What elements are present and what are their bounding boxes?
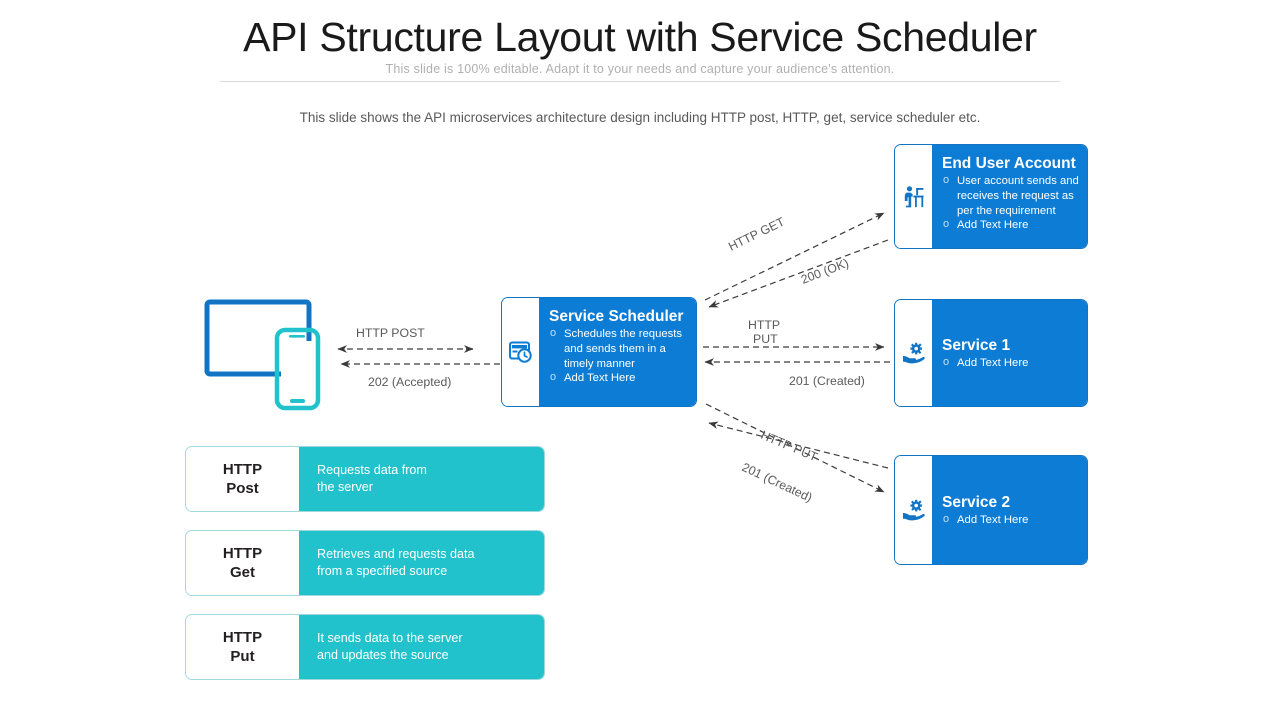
legend-card-http-put[interactable]: HTTP Put It sends data to the server and… <box>185 614 545 680</box>
node-body: Service Scheduler Schedules the requests… <box>539 298 696 406</box>
slide-subtitle: This slide is 100% editable. Adapt it to… <box>385 62 895 76</box>
arrow-label-200-ok: 200 (OK) <box>799 256 851 287</box>
node-service-1[interactable]: Service 1 Add Text Here <box>894 299 1088 407</box>
legend-key-line1: HTTP <box>222 460 263 478</box>
arrow-label-http-put-top-line1: HTTP <box>748 318 780 332</box>
list-item: Add Text Here <box>549 370 688 386</box>
legend-key-line2: Put <box>230 648 255 665</box>
legend-card-http-get[interactable]: HTTP Get Retrieves and requests data fro… <box>185 530 545 596</box>
legend-key-line2: Post <box>226 480 259 497</box>
arrow-label-202-accepted: 202 (Accepted) <box>368 375 451 389</box>
arrow-label-http-put-bottom: HTTP PUT <box>759 428 820 464</box>
node-bullets: Add Text Here <box>942 512 1079 528</box>
list-item: User account sends and receives the requ… <box>942 173 1079 218</box>
node-body: Service 1 Add Text Here <box>932 300 1087 406</box>
node-bullets: Add Text Here <box>942 355 1079 371</box>
list-item: Add Text Here <box>942 512 1079 528</box>
node-service-2[interactable]: Service 2 Add Text Here <box>894 455 1088 565</box>
legend-key: HTTP Put <box>186 615 299 679</box>
arrow-label-http-put-top-line2: PUT <box>753 332 778 346</box>
legend-desc-line2: from a specified source <box>317 564 448 578</box>
node-bullets: User account sends and receives the requ… <box>942 173 1079 233</box>
legend-key-line2: Get <box>229 564 255 581</box>
hand-gear-icon <box>895 300 932 406</box>
node-end-user-account[interactable]: End User Account User account sends and … <box>894 144 1088 249</box>
list-item: Add Text Here <box>942 217 1079 233</box>
legend-description: Retrieves and requests data from a speci… <box>299 531 544 595</box>
legend-desc-line1: Retrieves and requests data <box>317 547 475 562</box>
node-title: End User Account <box>942 155 1076 172</box>
legend-key: HTTP Post <box>186 447 299 511</box>
legend-key: HTTP Get <box>186 531 299 595</box>
hand-gear-icon <box>895 456 932 564</box>
legend-desc-line1: Requests data from <box>317 463 427 478</box>
legend-desc-line1: It sends data to the server <box>317 631 463 646</box>
calendar-clock-icon <box>502 298 539 406</box>
node-title: Service Scheduler <box>549 308 684 325</box>
legend-description: Requests data from the server <box>299 447 544 511</box>
arrow-label-201-created-bottom: 201 (Created) <box>740 460 815 505</box>
list-item: Add Text Here <box>942 355 1079 371</box>
arrow-label-http-post: HTTP POST <box>356 326 425 340</box>
node-body: Service 2 Add Text Here <box>932 456 1087 564</box>
page-title: API Structure Layout with Service Schedu… <box>243 14 1037 60</box>
legend-desc-line2: and updates the source <box>317 648 449 662</box>
node-body: End User Account User account sends and … <box>932 145 1087 248</box>
legend-key-line1: HTTP <box>222 628 263 646</box>
slide-description: This slide shows the API microservices a… <box>299 110 981 125</box>
arrow-label-201-created-top: 201 (Created) <box>789 374 865 388</box>
legend-desc-line2: the server <box>317 480 373 494</box>
monitor-icon <box>204 299 312 377</box>
node-title: Service 1 <box>942 336 1011 354</box>
legend-description: It sends data to the server and updates … <box>299 615 544 679</box>
node-service-scheduler[interactable]: Service Scheduler Schedules the requests… <box>501 297 697 407</box>
list-item: Schedules the requests and sends them in… <box>549 326 688 371</box>
node-title: Service 2 <box>942 493 1011 511</box>
legend-card-http-post[interactable]: HTTP Post Requests data from the server <box>185 446 545 512</box>
title-divider <box>220 81 1060 82</box>
legend-key-line1: HTTP <box>222 544 263 562</box>
node-bullets: Schedules the requests and sends them in… <box>549 326 688 386</box>
arrow-label-http-get: HTTP GET <box>726 214 787 253</box>
person-at-desk-icon <box>895 145 932 248</box>
smartphone-icon <box>274 327 321 411</box>
